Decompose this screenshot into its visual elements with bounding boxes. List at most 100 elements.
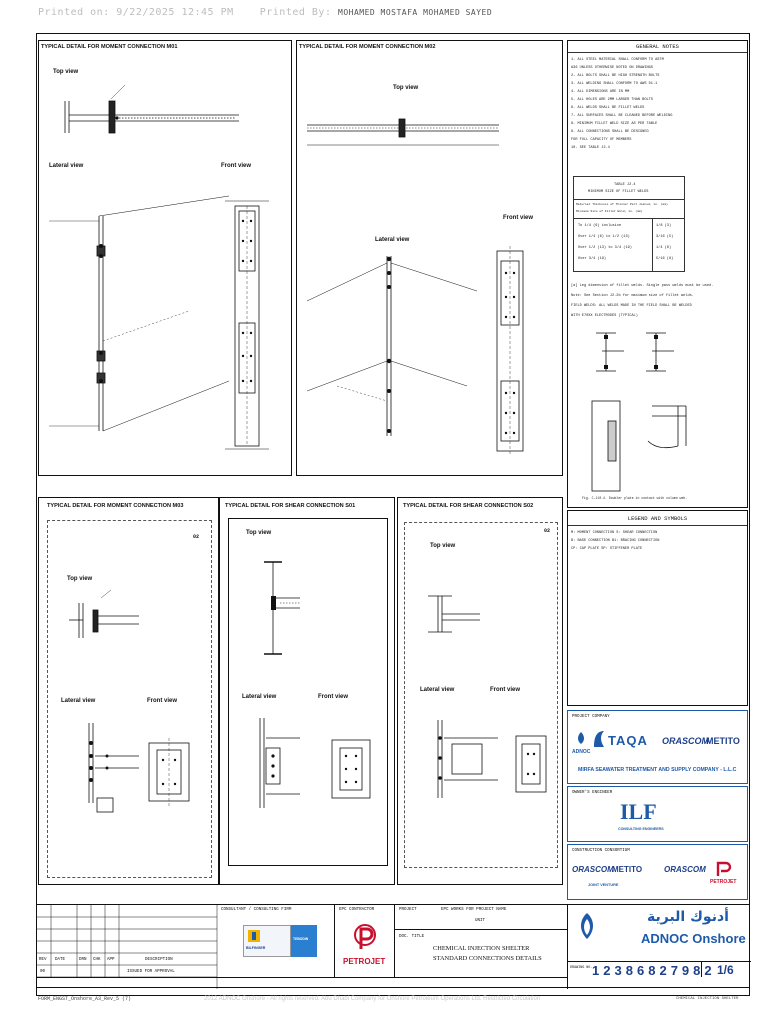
general-notes-heading: GENERAL NOTES [636,43,679,50]
panel-title-m03: TYPICAL DETAIL FOR MOMENT CONNECTION M03 [47,503,184,509]
legend-heading: LEGEND AND SYMBOLS [627,515,688,522]
rev-cell: 00 [40,970,46,974]
contractor-label: CONSTRUCTION CONSORTIUM [572,849,630,853]
adnoc-emblem-large-icon [581,913,593,939]
printed-by-value: MOHAMED MOSTAFA MOHAMED SAYED [338,8,493,17]
drawing-no-label: DRAWING NO. [570,966,593,970]
panel-title-s01: TYPICAL DETAIL FOR SHEAR CONNECTION S01 [225,503,356,509]
footnote-line: [a] Leg dimension of fillet welds. Singl… [571,284,714,288]
bilfinger-text: BILFINGER [246,946,266,950]
note-line: 7- ALL SURFACES SHALL BE CLEANED BEFORE … [571,114,673,118]
taqa-emblem-icon [594,731,604,747]
drawing-s01 [259,561,371,808]
doc-title-line-1: CHEMICAL INJECTION SHELTER [433,945,530,952]
orascom-logo-2: ORASCOM [572,865,614,874]
drawing-number: 1 2 3 8 6 8 2 7 9 8 2 [592,963,712,978]
petrojet-logo: PETROJET [343,957,386,966]
project-company-box: PROJECT COMPANY ADNOC TAQA ORASCOM METIT… [567,710,748,784]
rev-header: CHK [93,958,101,962]
printed-on-label: Printed on: [38,7,110,18]
general-notes-panel: GENERAL NOTES 1- ALL STEEL MATERIAL SHAL… [567,40,748,508]
sheet-frame [36,33,750,996]
drawing-m03 [69,589,190,813]
drawing-m02 [306,118,524,456]
drawing-m01 [49,84,269,450]
note-line: FOR FULL CAPACITY OF MEMBERS [571,138,632,142]
lateral-view-label-s02: Lateral view [420,687,455,693]
figure-caption: Fig. C-J10.4. Doubler plate in contact w… [582,496,688,500]
panel-m03: TYPICAL DETAIL FOR MOMENT CONNECTION M03… [38,497,219,885]
panel-title-m02: TYPICAL DETAIL FOR MOMENT CONNECTION M02 [299,44,436,50]
lateral-view-label-s01: Lateral view [242,694,277,700]
note-line: 3- ALL WELDING SHALL CONFORM TO AWS D1.1 [571,82,658,86]
tebodin-text: TEBODIN [293,937,309,941]
note-line: 6- ALL WELDS SHALL BE FILLET WELDS [571,106,645,110]
rev-cell: ISSUED FOR APPROVAL [127,970,175,974]
front-view-label-m03: Front view [147,698,178,704]
sheet-number: 1/6 [717,963,734,977]
table-cell: 3/16 (5) [656,235,674,239]
footnote-line: WITH E70XX ELECTRODES (TYPICAL) [571,314,638,318]
doc-title-line-2: STANDARD CONNECTIONS DETAILS [433,955,542,962]
copyright-footer: 2012 ADNOC Onshore - All rights reserved… [204,996,541,1002]
table-title: TABLE J2.4 [614,183,636,187]
panel-tag-m03: 02 [193,534,200,540]
ilf-logo: ILF [620,799,657,824]
tebodin-logo: TEBODIN [291,925,317,957]
epc-label: EPC CONTRACTOR [339,908,375,912]
adnoc-emblem-icon [578,732,584,744]
joint-venture-label: JOINT VENTURE [588,883,619,887]
rev-header: REV [39,958,47,962]
table-subtitle: MINIMUM SIZE OF FILLET WELDS [588,190,649,194]
note-line: 4- ALL DIMENSIONS ARE IN MM [571,90,630,94]
doubler-plate-figure [591,332,687,492]
taqa-logo: TAQA [608,733,648,748]
owners-engineer-label: OWNER'S ENGINEER [572,791,613,795]
adnoc-onshore-name: ADNOC Onshore [641,931,746,946]
rev-header: DATE [55,958,66,962]
table-cell: 1/4 (6) [656,246,672,250]
footer-project-name: CHEMICAL INJECTION SHELTER [676,997,739,1001]
fillet-weld-table: TABLE J2.4 MINIMUM SIZE OF FILLET WELDS … [573,176,685,272]
panel-s01: TYPICAL DETAIL FOR SHEAR CONNECTION S01 … [219,497,395,885]
project-value: EPC WORKS FOR PROJECT NAME [441,908,507,912]
rev-header: DRN [79,958,87,962]
table-cell: Over 1/2 (13) to 3/4 (19) [578,246,632,250]
doc-title-label: DOC. TITLE [399,935,425,939]
note-line: 9- ALL CONNECTIONS SHALL BE DESIGNED [571,130,649,134]
legend-line: CP: CAP PLATE SP: STIFFENER PLATE [571,547,643,551]
legend-panel: LEGEND AND SYMBOLS M: MOMENT CONNECTION … [567,510,748,706]
note-line: 8- MINIMUM FILLET WELD SIZE AS PER TABLE [571,122,658,126]
footnote-line: FIELD WELDS: ALL WELDS MADE IN THE FIELD… [571,304,692,308]
company-name: MIRFA SEAWATER TREATMENT AND SUPPLY COMP… [578,767,737,773]
top-view-label-m02: Top view [393,85,419,91]
note-line: 2- ALL BOLTS SHALL BE HIGH STRENGTH BOLT… [571,74,660,78]
lateral-view-label-m02: Lateral view [375,237,410,243]
print-header: Printed on: 9/22/2025 12:45 PM Printed B… [38,7,492,18]
note-line: 5- ALL HOLES ARE 2MM LARGER THAN BOLTS [571,98,653,102]
project-company-label: PROJECT COMPANY [572,715,610,719]
adnoc-arabic-name: أدنوك البرية [647,909,729,925]
owners-engineer-box: OWNER'S ENGINEER ILF CONSULTING ENGINEER… [567,786,748,842]
top-view-label-s01: Top view [246,530,272,536]
legend-line: B: BASE CONNECTION B1: BRACING CONNECTIO… [571,539,660,543]
contractor-box: CONSTRUCTION CONSORTIUM ORASCOM METITO J… [567,844,748,900]
panel-m02: TYPICAL DETAIL FOR MOMENT CONNECTION M02… [296,40,563,476]
lateral-view-label-m01: Lateral view [49,163,84,169]
front-view-label-s01: Front view [318,694,349,700]
footnote-line: Note: See Section J2.2b for maximum size… [571,294,694,298]
table-col-header: Minimum Size of Fillet Weld, in. (mm) [576,210,643,213]
note-line: 1- ALL STEEL MATERIAL SHALL CONFORM TO A… [571,58,664,62]
table-cell: 5/16 (8) [656,257,674,261]
panel-m01: TYPICAL DETAIL FOR MOMENT CONNECTION M01… [38,40,292,476]
consultant-label: CONSULTANT / CONSULTING FIRM [221,908,292,912]
ilf-subtitle: CONSULTING ENGINEERS [618,827,664,831]
bilfinger-logo: BILFINGER [243,925,291,957]
rev-header: DESCRIPTION [145,958,173,962]
front-view-label-m01: Front view [221,163,252,169]
petrojet-logo-small: PETROJET [710,879,737,885]
top-view-label-m03: Top view [67,576,93,582]
panel-title-m01: TYPICAL DETAIL FOR MOMENT CONNECTION M01 [41,44,178,50]
table-col-header: Material Thickness of Thinner Part Joine… [576,203,668,206]
table-cell: To 1/4 (6) inclusive [578,224,622,228]
